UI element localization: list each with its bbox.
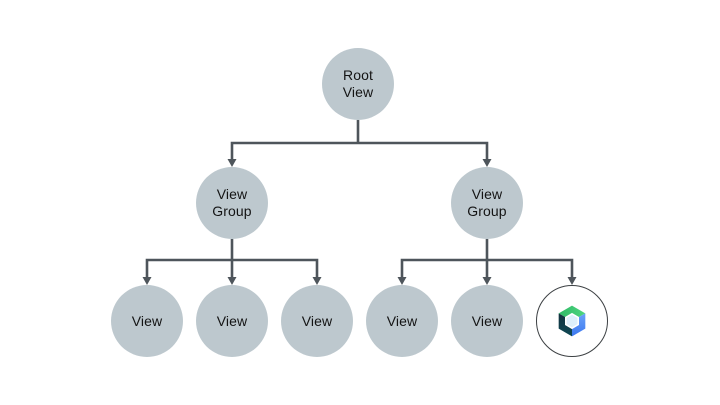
node-compose [536, 285, 608, 357]
edge-left-group-to-views [145, 239, 319, 278]
arrowhead-view-3 [312, 277, 322, 285]
node-view-4-label: View [386, 312, 418, 329]
node-view-1-label: View [131, 312, 163, 329]
node-view-group-right: View Group [451, 167, 523, 239]
node-view-3-label: View [301, 312, 333, 329]
node-view-group-left: View Group [196, 167, 268, 239]
arrowhead-compose [567, 277, 577, 285]
arrowhead-view-1 [142, 277, 152, 285]
node-view-2: View [196, 285, 268, 357]
node-root-view: Root View [322, 48, 394, 120]
edge-right-group-to-views [400, 239, 574, 278]
node-view-1: View [111, 285, 183, 357]
arrowhead-group-right [482, 159, 492, 167]
node-view-3: View [281, 285, 353, 357]
node-root-view-label: Root View [342, 67, 374, 100]
node-view-group-left-label: View Group [212, 186, 252, 219]
node-view-group-right-label: View Group [467, 186, 507, 219]
edge-root-to-groups [230, 120, 489, 160]
node-view-2-label: View [216, 312, 248, 329]
node-view-5-label: View [471, 312, 503, 329]
arrowhead-view-5 [482, 277, 492, 285]
arrowhead-view-4 [397, 277, 407, 285]
arrowhead-group-left [227, 159, 237, 167]
jetpack-compose-icon [558, 305, 586, 337]
arrowhead-view-2 [227, 277, 237, 285]
node-view-5: View [451, 285, 523, 357]
node-view-4: View [366, 285, 438, 357]
